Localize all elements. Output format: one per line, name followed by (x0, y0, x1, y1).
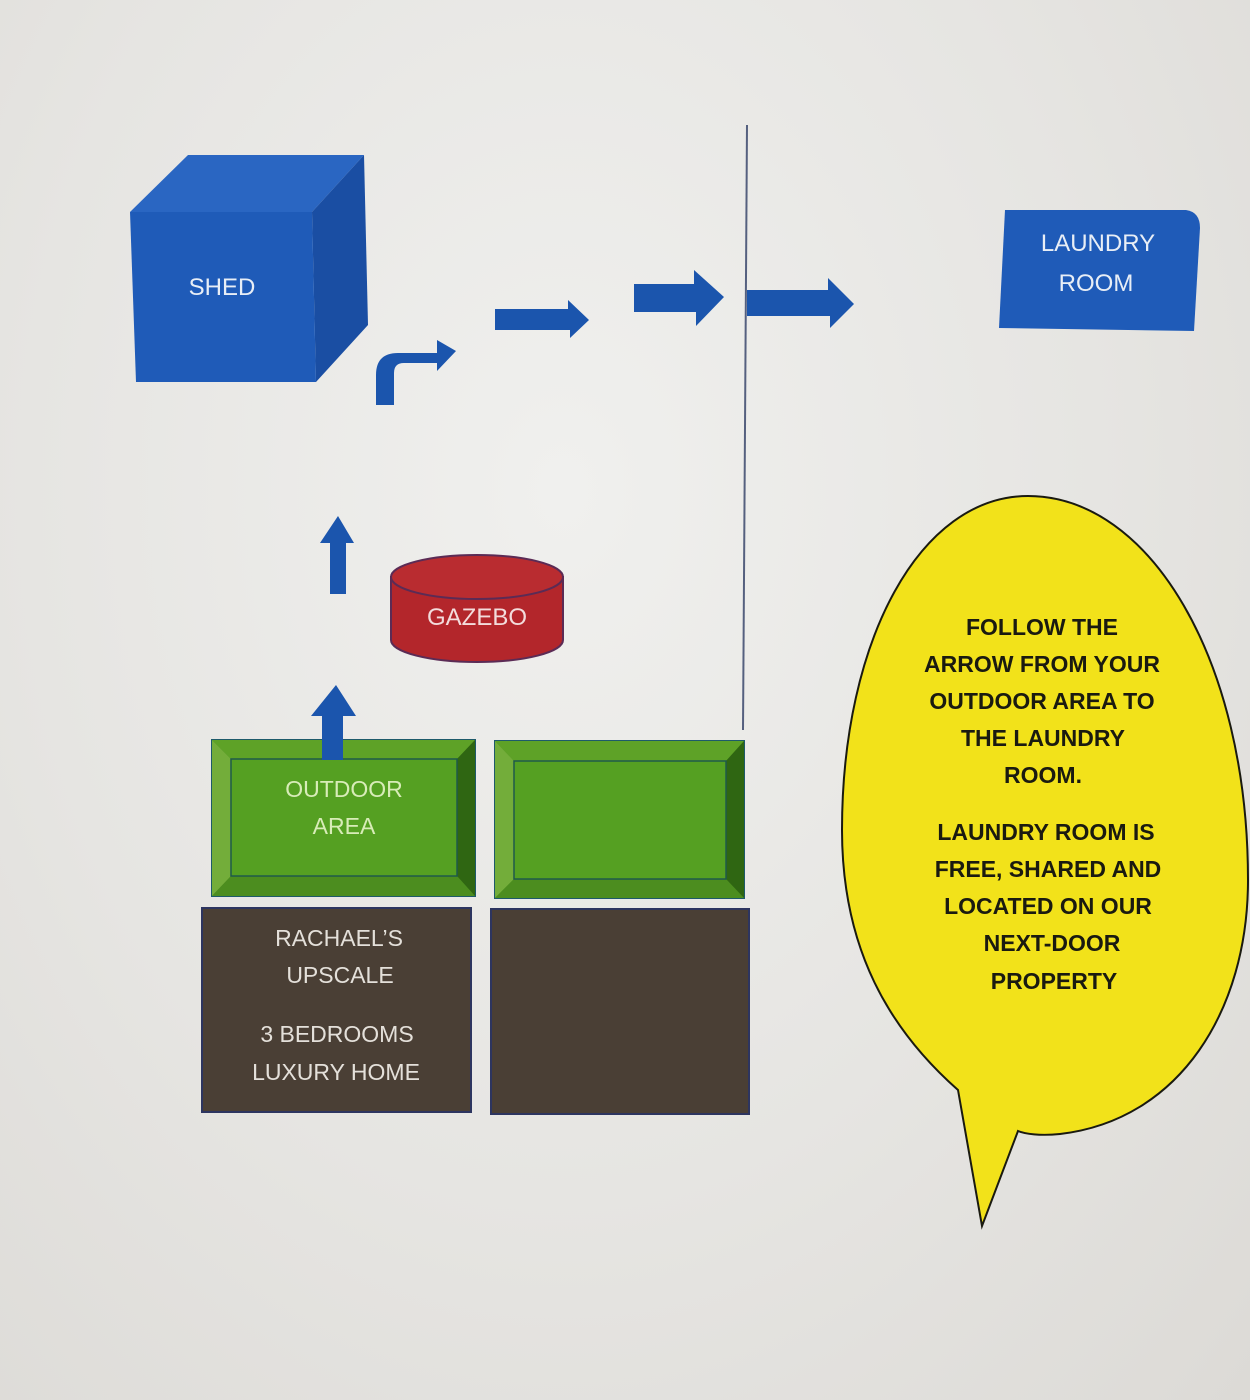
callout-p2-line4: NEXT-DOOR (984, 930, 1121, 956)
gazebo-cylinder: GAZEBO (390, 554, 564, 663)
arrow-stem (322, 735, 343, 760)
callout-bubble: FOLLOW THE ARROW FROM YOUR OUTDOOR AREA … (840, 494, 1250, 1230)
callout-p2-line2: FREE, SHARED AND (935, 856, 1162, 882)
callout-p1-line4: THE LAUNDRY (961, 725, 1125, 751)
home-label-line4: LUXURY HOME (252, 1059, 420, 1085)
callout-p1-line1: FOLLOW THE (966, 614, 1118, 640)
right-arrow-icon (634, 270, 724, 326)
callout-p1-line5: ROOM. (1004, 762, 1082, 788)
outdoor-area-box-2 (494, 740, 745, 899)
turn-right-arrow-icon (376, 340, 456, 405)
laundry-room-box: LAUNDRY ROOM (999, 210, 1200, 331)
home-label-line2: UPSCALE (286, 962, 393, 988)
shed-label: SHED (189, 274, 256, 301)
home-label-line1: RACHAEL’S (275, 925, 403, 951)
up-arrow-icon (320, 516, 354, 594)
property-divider-line (742, 124, 748, 731)
home-box: RACHAEL’S UPSCALE 3 BEDROOMS LUXURY HOME (201, 907, 472, 1113)
outdoor-area-box: OUTDOOR AREA (211, 739, 476, 897)
laundry-room-label-line2: ROOM (1059, 270, 1134, 297)
callout-p1-line3: OUTDOOR AREA TO (929, 688, 1154, 714)
outdoor-area-label-line2: AREA (313, 813, 376, 839)
laundry-room-label-line1: LAUNDRY (1041, 230, 1155, 257)
outdoor-area-label-line1: OUTDOOR (285, 776, 403, 802)
right-arrow-icon (747, 278, 854, 328)
callout-p2-line3: LOCATED ON OUR (944, 893, 1152, 919)
callout-p1-line2: ARROW FROM YOUR (924, 651, 1160, 677)
gazebo-label: GAZEBO (427, 604, 527, 631)
callout-p2-line1: LAUNDRY ROOM IS (937, 819, 1154, 845)
home-box-2 (490, 908, 750, 1115)
home-label-line3: 3 BEDROOMS (260, 1021, 413, 1047)
callout-p2-line5: PROPERTY (991, 968, 1118, 994)
shed-box: SHED (130, 155, 368, 382)
right-arrow-icon (495, 300, 589, 338)
